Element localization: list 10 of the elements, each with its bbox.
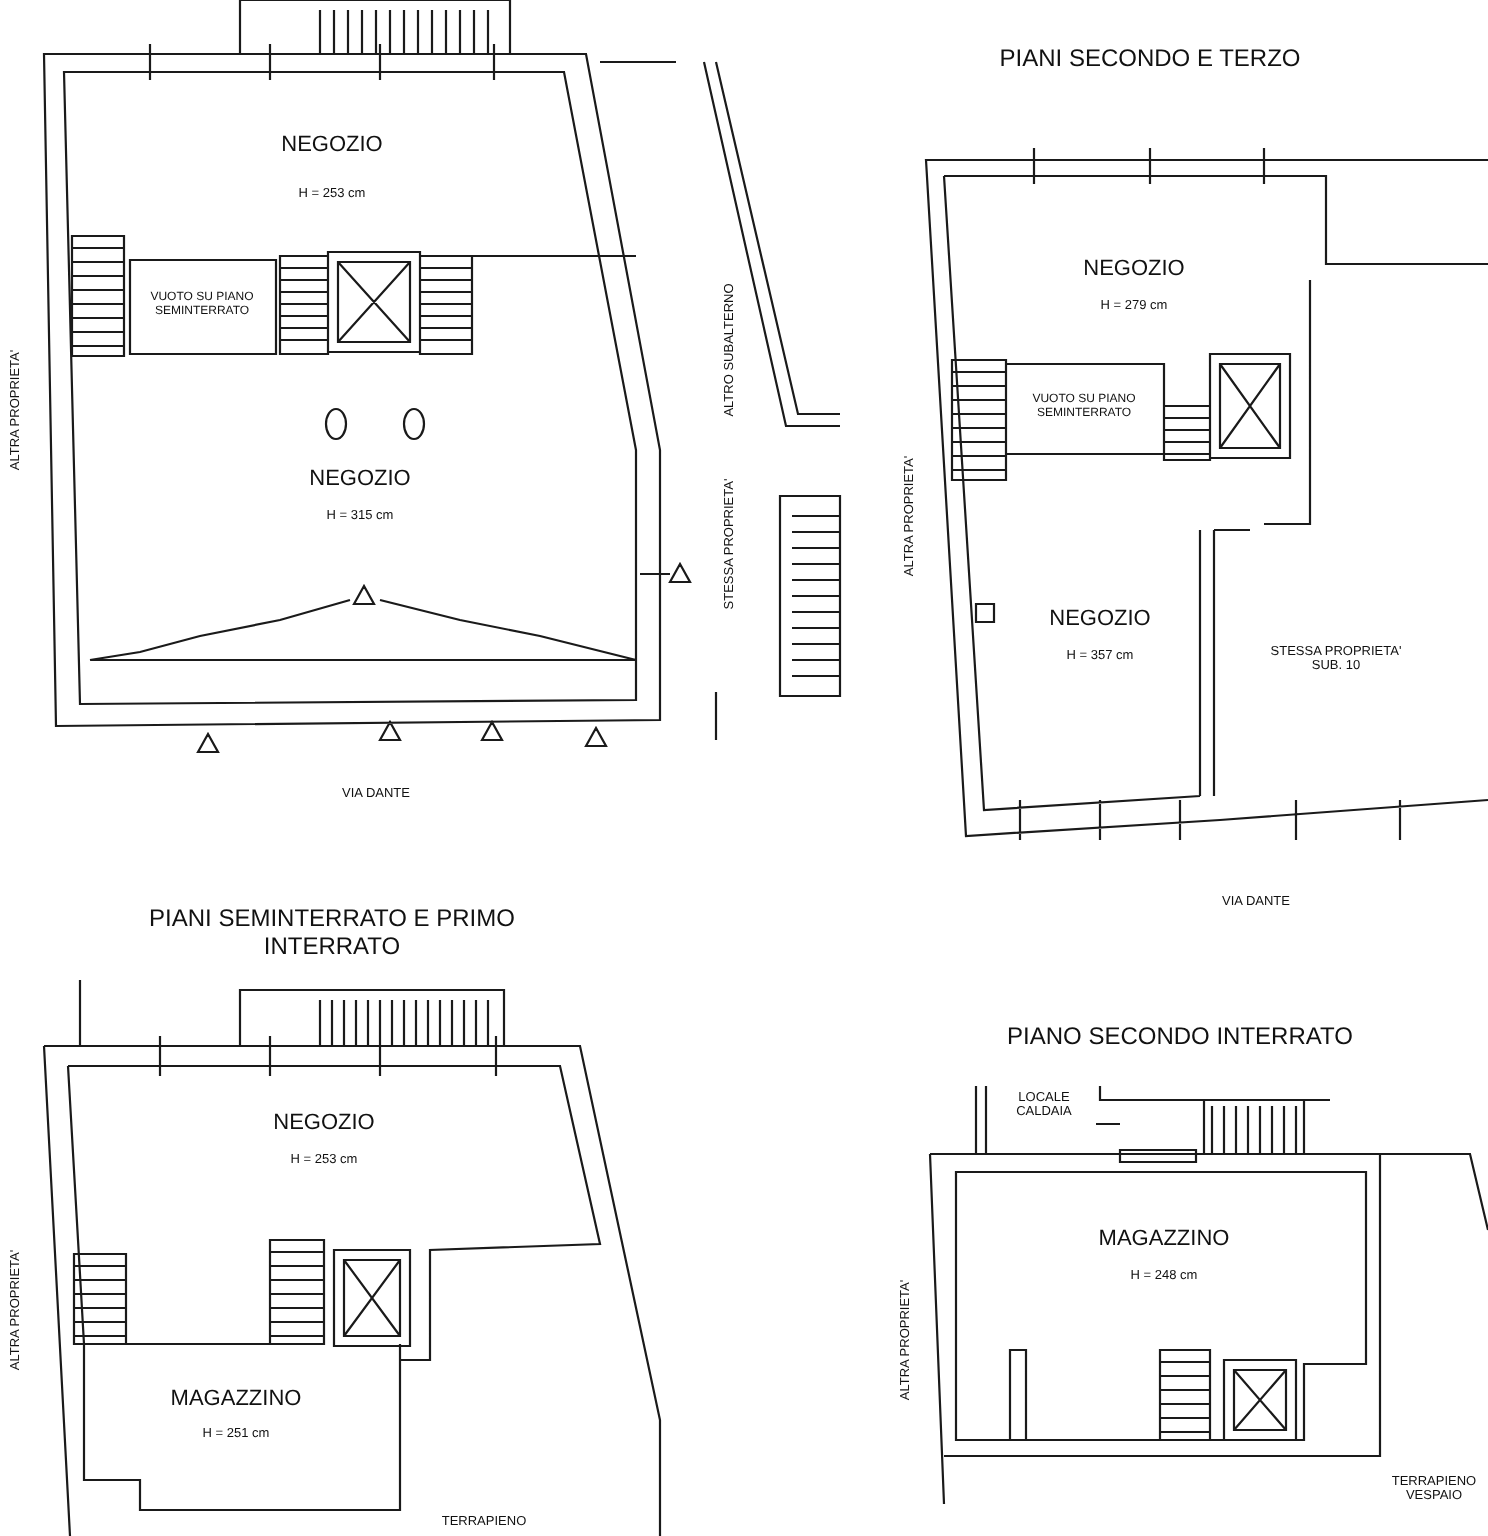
room-name: NEGOZIO [1083,257,1185,283]
plan-heading: PIANI SEMINTERRATO E PRIMO INTERRATO [147,906,517,962]
plan-heading: PIANI SECONDO E TERZO [999,46,1301,74]
room-name: NEGOZIO [309,467,411,493]
room-name: NEGOZIO [1049,607,1151,633]
room-name: NEGOZIO [281,133,383,159]
room-name: NEGOZIO [273,1111,375,1137]
plan-heading: PIANO SECONDO INTERRATO [1007,1024,1353,1052]
room-name: MAGAZZINO [1098,1227,1230,1253]
room-name: MAGAZZINO [170,1387,302,1413]
